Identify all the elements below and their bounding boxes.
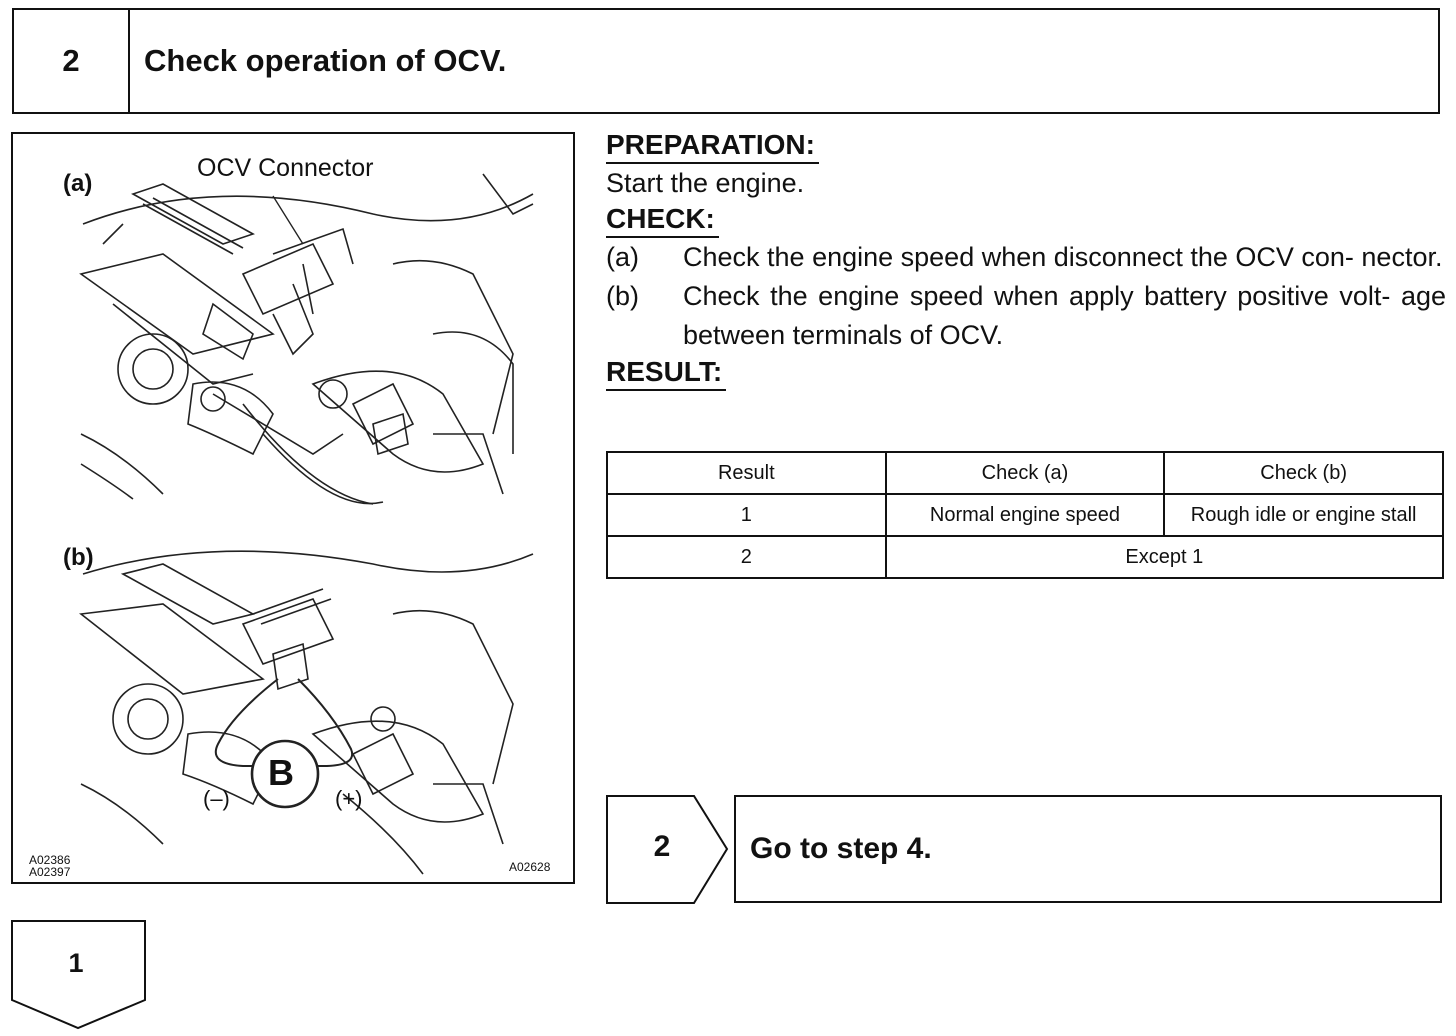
check-item-mark: (a) [606, 242, 639, 272]
step-header: 2 Check operation of OCV. [12, 8, 1440, 114]
preparation-text: Start the engine. [606, 168, 805, 198]
check-item-text: Check the engine speed when disconnect t… [683, 242, 1443, 272]
instructions: PREPARATION: Start the engine. CHECK: (a… [606, 128, 1446, 391]
result-arrow-icon [606, 795, 729, 904]
figure-code-2: A02397 [29, 865, 71, 879]
check-item: (b) Check the engine speed when apply ba… [606, 277, 1446, 355]
table-cell: 2 [606, 535, 887, 579]
positive-terminal-label: (+) [335, 786, 363, 811]
check-heading: CHECK: [606, 202, 719, 238]
check-item-mark: (b) [606, 281, 639, 311]
column-header: Check (a) [884, 451, 1166, 495]
result-tab-icon [11, 920, 146, 1030]
table-header-row: Result Check (a) Check (b) [606, 451, 1444, 495]
table-cell: 1 [606, 493, 887, 537]
check-item: (a) Check the engine speed when disconne… [606, 238, 1446, 277]
step-number: 2 [14, 10, 130, 112]
column-header: Result [606, 451, 887, 495]
result-number: 2 [653, 830, 671, 863]
view-b-label: (b) [63, 544, 94, 571]
result-tab-number: 1 [68, 948, 84, 978]
step-title: Check operation of OCV. [144, 43, 507, 78]
preparation-heading: PREPARATION: [606, 128, 819, 164]
engine-illustration: (a) OCV Connector (b) B (–) (+) A02386 A… [11, 132, 575, 884]
table-cell: Rough idle or engine stall [1163, 493, 1444, 537]
result-table: Result Check (a) Check (b) 1 Normal engi… [606, 451, 1445, 579]
goto-step-link[interactable]: Go to step 4. [734, 795, 1442, 903]
table-cell: Normal engine speed [884, 493, 1166, 537]
check-item-text: Check the engine speed when apply batter… [683, 281, 1446, 350]
figure-code-1: A02386 [29, 853, 71, 867]
table-row: 2 Except 1 [606, 535, 1445, 579]
figure-code-3: A02628 [509, 860, 551, 874]
ocv-connector-callout: OCV Connector [197, 154, 374, 182]
column-header: Check (b) [1163, 451, 1444, 495]
table-row: 1 Normal engine speed Rough idle or engi… [606, 493, 1444, 537]
negative-terminal-label: (–) [203, 786, 230, 811]
view-a-label: (a) [63, 170, 93, 197]
result-heading: RESULT: [606, 355, 727, 391]
table-cell: Except 1 [884, 535, 1445, 579]
engine-drawing [78, 173, 534, 875]
battery-symbol: B [268, 752, 294, 793]
